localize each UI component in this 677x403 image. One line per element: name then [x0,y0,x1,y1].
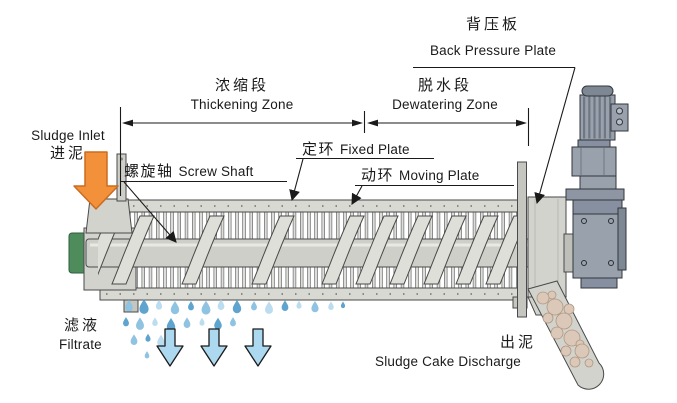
back-pressure-plate-label-zh: 背压板 [465,16,520,33]
leader-moving-plate [351,185,363,205]
moving-plate-label-en: Moving Plate [399,168,480,183]
leader-back-pressure-plate [534,67,576,205]
fixed-plate-label: 定环 Fixed Plate [302,138,410,159]
dimension-lines [119,107,530,196]
dewatering-zone-label-en: Dewatering Zone [392,97,498,112]
moving-plate-label: 动环 Moving Plate [361,164,479,185]
leader-screw-shaft [123,181,177,243]
frame-post [116,153,127,202]
filtrate-label-en: Filtrate [59,337,102,352]
water-droplet-icons [123,299,346,359]
back-pressure-plate-label: 背压板 Back Pressure Plate [406,15,580,59]
filtrate-label-zh: 滤液 [64,317,101,334]
screen-cage-rails [99,199,527,301]
sludge-inlet-label-zh: 进泥 [49,145,86,162]
thickening-zone-label-en: Thickening Zone [190,97,294,112]
back-pressure-plate-label-en: Back Pressure Plate [429,43,557,58]
sludge-inlet-arrow-icon [73,151,119,210]
screw-shaft-label: 螺旋轴 Screw Shaft [124,160,254,181]
dewatering-zone-label: 脱水段 Dewatering Zone [366,76,524,113]
leader-fixed-plate [289,158,304,202]
thickening-zone-label-zh: 浓缩段 [214,77,269,94]
back-pressure-plate-graphic [517,161,527,318]
screw-shaft-label-en: Screw Shaft [178,164,254,179]
sludge-inlet-label-en: Sludge Inlet [31,128,105,143]
filtrate-label: 滤液 Filtrate [59,316,102,353]
fixed-plate-label-zh: 定环 [302,141,336,158]
fixed-plate-label-en: Fixed Plate [340,142,410,157]
gearbox [563,139,627,289]
leader-lines [121,66,576,243]
dimension-arrowheads [122,119,527,127]
sludge-cake-particles [536,290,594,368]
moving-plate-label-zh: 动环 [361,167,395,184]
junction-box [610,103,629,132]
dewatering-zone-label-zh: 脱水段 [417,77,472,94]
sludge-inlet-label: Sludge Inlet 进泥 [16,127,120,164]
sludge-cake-discharge-label-zh: 出泥 [499,334,536,351]
filtrate-arrow-icons [156,328,272,367]
sludge-cake-discharge-label: 出泥 Sludge Cake Discharge [356,333,540,370]
motor-cap [581,85,614,97]
thickening-zone-label: 浓缩段 Thickening Zone [152,76,332,113]
sludge-cake-discharge-label-en: Sludge Cake Discharge [374,354,522,369]
screw-shaft-graphic [85,238,561,268]
screw-shaft-label-zh: 螺旋轴 [124,163,174,180]
motor [579,85,629,141]
